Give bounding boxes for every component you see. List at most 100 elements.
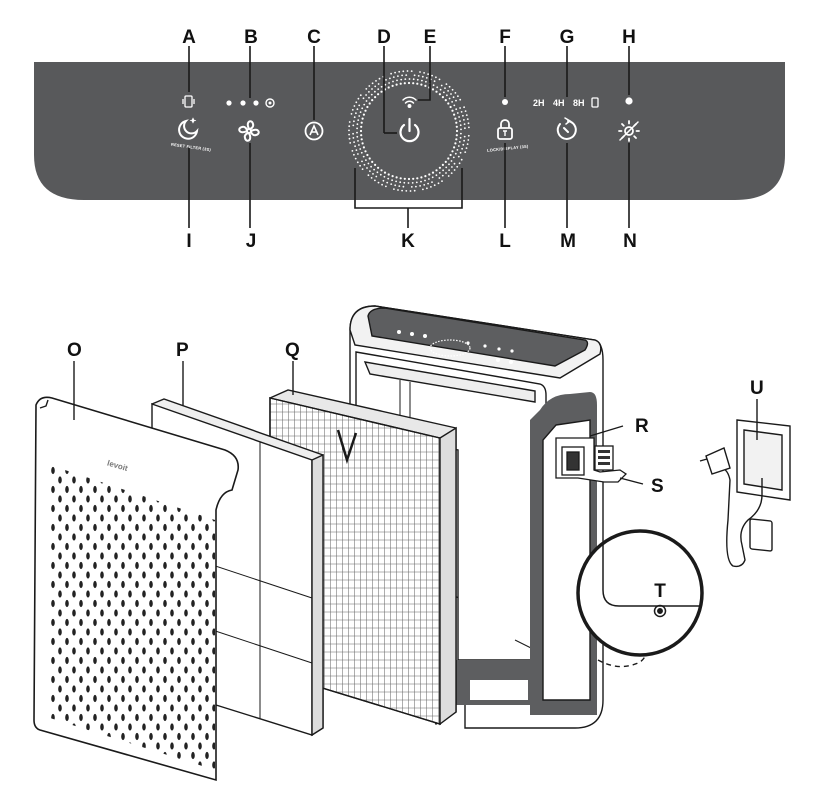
ring-dot bbox=[455, 108, 458, 111]
ring-dot bbox=[361, 107, 364, 110]
ring-dot bbox=[377, 181, 380, 184]
ring-dot bbox=[445, 83, 448, 85]
ring-dot bbox=[454, 117, 457, 120]
light-sensor-icon[interactable] bbox=[618, 120, 640, 142]
ring-dot bbox=[391, 84, 394, 87]
ring-dot bbox=[395, 176, 398, 179]
ring-dot bbox=[456, 149, 459, 151]
ring-dot bbox=[442, 169, 444, 172]
lock-icon[interactable] bbox=[497, 119, 513, 140]
ring-dot bbox=[382, 179, 385, 182]
callout-a: A bbox=[182, 27, 196, 48]
ring-dot bbox=[455, 129, 459, 133]
ring-dot bbox=[467, 139, 470, 141]
ring-dot bbox=[435, 76, 437, 79]
ring-dot bbox=[370, 93, 373, 96]
ring-dot bbox=[403, 177, 406, 180]
ring-dot bbox=[431, 88, 435, 91]
ring-dot bbox=[383, 175, 386, 178]
ring-dot bbox=[405, 190, 408, 192]
ring-dot bbox=[403, 82, 406, 85]
ring-dot bbox=[412, 78, 415, 81]
ring-dot bbox=[431, 171, 435, 174]
ring-dot bbox=[387, 177, 390, 180]
lock-indicator-dot bbox=[502, 99, 508, 105]
ring-dot bbox=[353, 141, 355, 144]
ring-dot bbox=[420, 176, 423, 179]
ring-dot bbox=[458, 162, 461, 165]
ring-dot bbox=[356, 123, 359, 126]
ring-dot bbox=[447, 90, 449, 92]
ring-dot bbox=[396, 79, 398, 82]
timer-option-8h: 8H bbox=[573, 98, 585, 108]
ring-dot bbox=[388, 82, 390, 84]
ring-dot bbox=[440, 84, 443, 87]
ring-dot bbox=[411, 182, 414, 184]
ring-dot bbox=[399, 82, 402, 85]
ring-dot bbox=[408, 78, 411, 80]
ring-dot bbox=[377, 83, 380, 85]
ring-dot bbox=[351, 109, 354, 111]
ring-dot bbox=[459, 107, 461, 109]
ring-dot bbox=[467, 122, 470, 125]
ring-dot bbox=[348, 125, 351, 128]
sleep-button-caption: RESET FILTER (3S) bbox=[171, 142, 212, 153]
ring-dot bbox=[360, 138, 363, 141]
ring-dot bbox=[386, 181, 389, 184]
ring-dot bbox=[450, 160, 453, 162]
callout-p: P bbox=[176, 340, 189, 361]
control-panel: RESET FILTER (3S) bbox=[34, 62, 785, 200]
ring-dot bbox=[428, 178, 430, 180]
power-icon[interactable] bbox=[399, 117, 420, 143]
ring-dot bbox=[426, 187, 428, 190]
front-cover: levoit bbox=[33, 396, 240, 782]
ring-dot bbox=[449, 153, 452, 157]
ring-dot bbox=[460, 128, 462, 131]
callout-e: E bbox=[424, 27, 437, 48]
ring-dot bbox=[380, 169, 383, 172]
ring-dot bbox=[359, 94, 362, 97]
ring-dot bbox=[366, 105, 369, 109]
auto-mode-icon[interactable] bbox=[304, 121, 324, 141]
ring-dot bbox=[392, 76, 395, 78]
ring-dot bbox=[356, 127, 358, 130]
ring-dot bbox=[368, 96, 370, 99]
ring-dot bbox=[355, 149, 358, 152]
callout-t: T bbox=[654, 581, 666, 602]
ring-dot bbox=[419, 71, 421, 73]
ring-dot bbox=[419, 185, 421, 187]
ring-dot bbox=[353, 105, 356, 107]
ring-dot bbox=[383, 171, 387, 174]
callout-c: C bbox=[307, 27, 321, 48]
ring-dot bbox=[353, 153, 355, 156]
fan-icon[interactable] bbox=[238, 120, 260, 142]
callout-k: K bbox=[401, 231, 415, 252]
ring-dot bbox=[365, 100, 368, 102]
ring-dot bbox=[445, 172, 447, 174]
ring-dot bbox=[357, 119, 360, 121]
sleep-mode-icon[interactable] bbox=[178, 117, 199, 140]
ring-dot bbox=[451, 101, 453, 103]
purifier-body bbox=[349, 305, 648, 729]
ring-dot bbox=[435, 174, 438, 177]
air-quality-ring bbox=[348, 70, 470, 192]
ring-dot bbox=[375, 80, 377, 82]
ring-dot bbox=[390, 72, 392, 75]
ring-dot bbox=[422, 188, 424, 191]
ring-dot bbox=[380, 90, 383, 93]
ring-dot bbox=[355, 112, 357, 115]
ring-dot bbox=[410, 70, 413, 72]
ring-dot bbox=[453, 146, 456, 149]
ring-dot bbox=[363, 163, 366, 166]
ring-dot bbox=[368, 102, 371, 105]
timer-icon[interactable] bbox=[556, 117, 577, 140]
ring-dot bbox=[444, 99, 447, 102]
ring-dot bbox=[356, 135, 359, 138]
ring-dot bbox=[401, 189, 403, 192]
ring-dot bbox=[378, 77, 381, 80]
ring-dot bbox=[448, 85, 451, 88]
timer-option-4h: 4H bbox=[553, 98, 565, 108]
ring-dot bbox=[441, 96, 444, 99]
top-leader-lines bbox=[188, 46, 630, 228]
